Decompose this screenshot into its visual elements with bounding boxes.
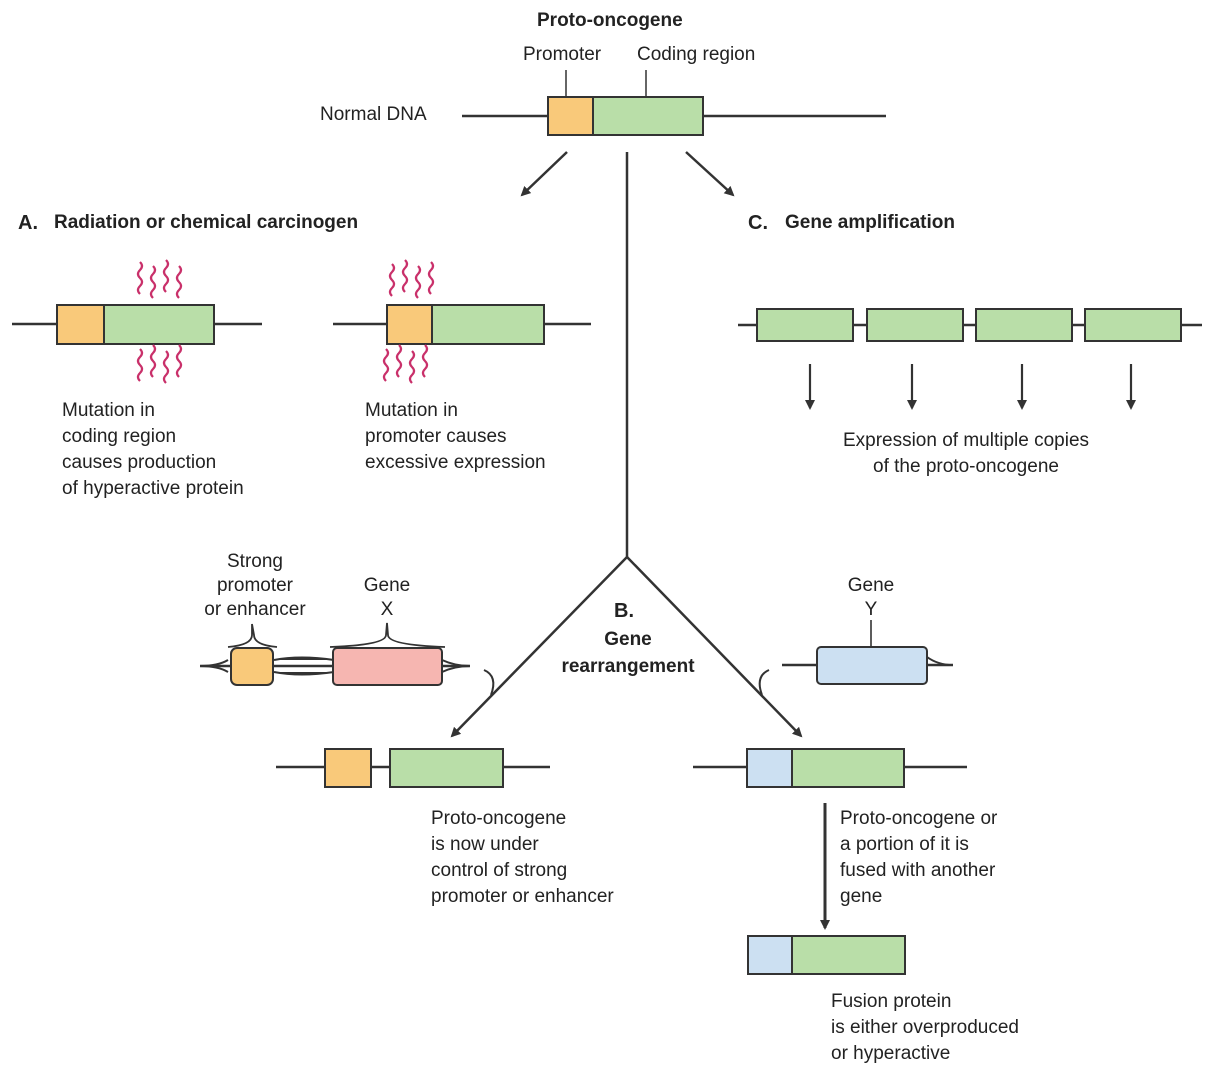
promoter-box — [547, 96, 594, 136]
section-a-title: Radiation or chemical carcinogen — [54, 212, 359, 233]
arrow-to-a — [520, 151, 568, 197]
section-a-letter: A. — [18, 212, 38, 234]
cut-mark-left — [483, 669, 495, 696]
mutation-squiggles-bottom — [136, 343, 183, 385]
arrow-b-left — [450, 556, 628, 738]
section-a-coding-mutation — [12, 258, 262, 385]
strong-promoter-label: Strong promoter or enhancer — [204, 551, 306, 620]
section-b-gene-y — [758, 620, 954, 696]
arrow-to-c — [685, 151, 735, 197]
mutation-squiggles-top — [136, 258, 183, 300]
section-b-result-left — [276, 748, 550, 788]
arrow-b-right — [626, 556, 803, 738]
section-c-amplified-genes — [738, 308, 1202, 410]
caption-fusion-protein: Fusion protein is either overproduced or… — [831, 991, 1019, 1064]
section-a-promoter-mutation — [333, 258, 591, 385]
section-b-strong-promoter-gene-x — [199, 622, 495, 696]
brace-gene-x — [329, 622, 446, 648]
gene-y-label: Gene Y — [847, 575, 895, 620]
fusion-protein — [747, 935, 906, 975]
caption-strong-promoter-control: Proto-oncogene is now under control of s… — [431, 808, 614, 907]
caption-amplification: Expression of multiple copies of the pro… — [842, 430, 1090, 477]
section-c-letter: C. — [748, 212, 768, 234]
normal-dna-label: Normal DNA — [320, 104, 427, 125]
section-b-result-right — [693, 748, 967, 930]
gene-x-label: Gene X — [363, 575, 411, 620]
brace-strong-promoter — [227, 623, 278, 648]
section-b-title: Gene rearrangement — [561, 629, 695, 677]
caption-promoter-mutation: Mutation in promoter causes excessive ex… — [365, 400, 546, 473]
promoter-squiggles-top — [388, 258, 435, 300]
caption-coding-mutation: Mutation in coding region causes product… — [62, 400, 244, 499]
caption-fused-gene: Proto-oncogene or a portion of it is fus… — [840, 808, 998, 907]
section-c-title: Gene amplification — [785, 212, 955, 233]
coding-region-box — [592, 96, 704, 136]
normal-dna-strand — [462, 70, 886, 136]
promoter-label: Promoter — [523, 44, 602, 65]
diagram-title: Proto-oncogene — [537, 10, 683, 31]
cut-mark-right — [758, 669, 770, 696]
section-b-letter: B. — [614, 600, 634, 622]
promoter-squiggles-bottom — [382, 343, 429, 385]
coding-region-label: Coding region — [637, 44, 756, 65]
